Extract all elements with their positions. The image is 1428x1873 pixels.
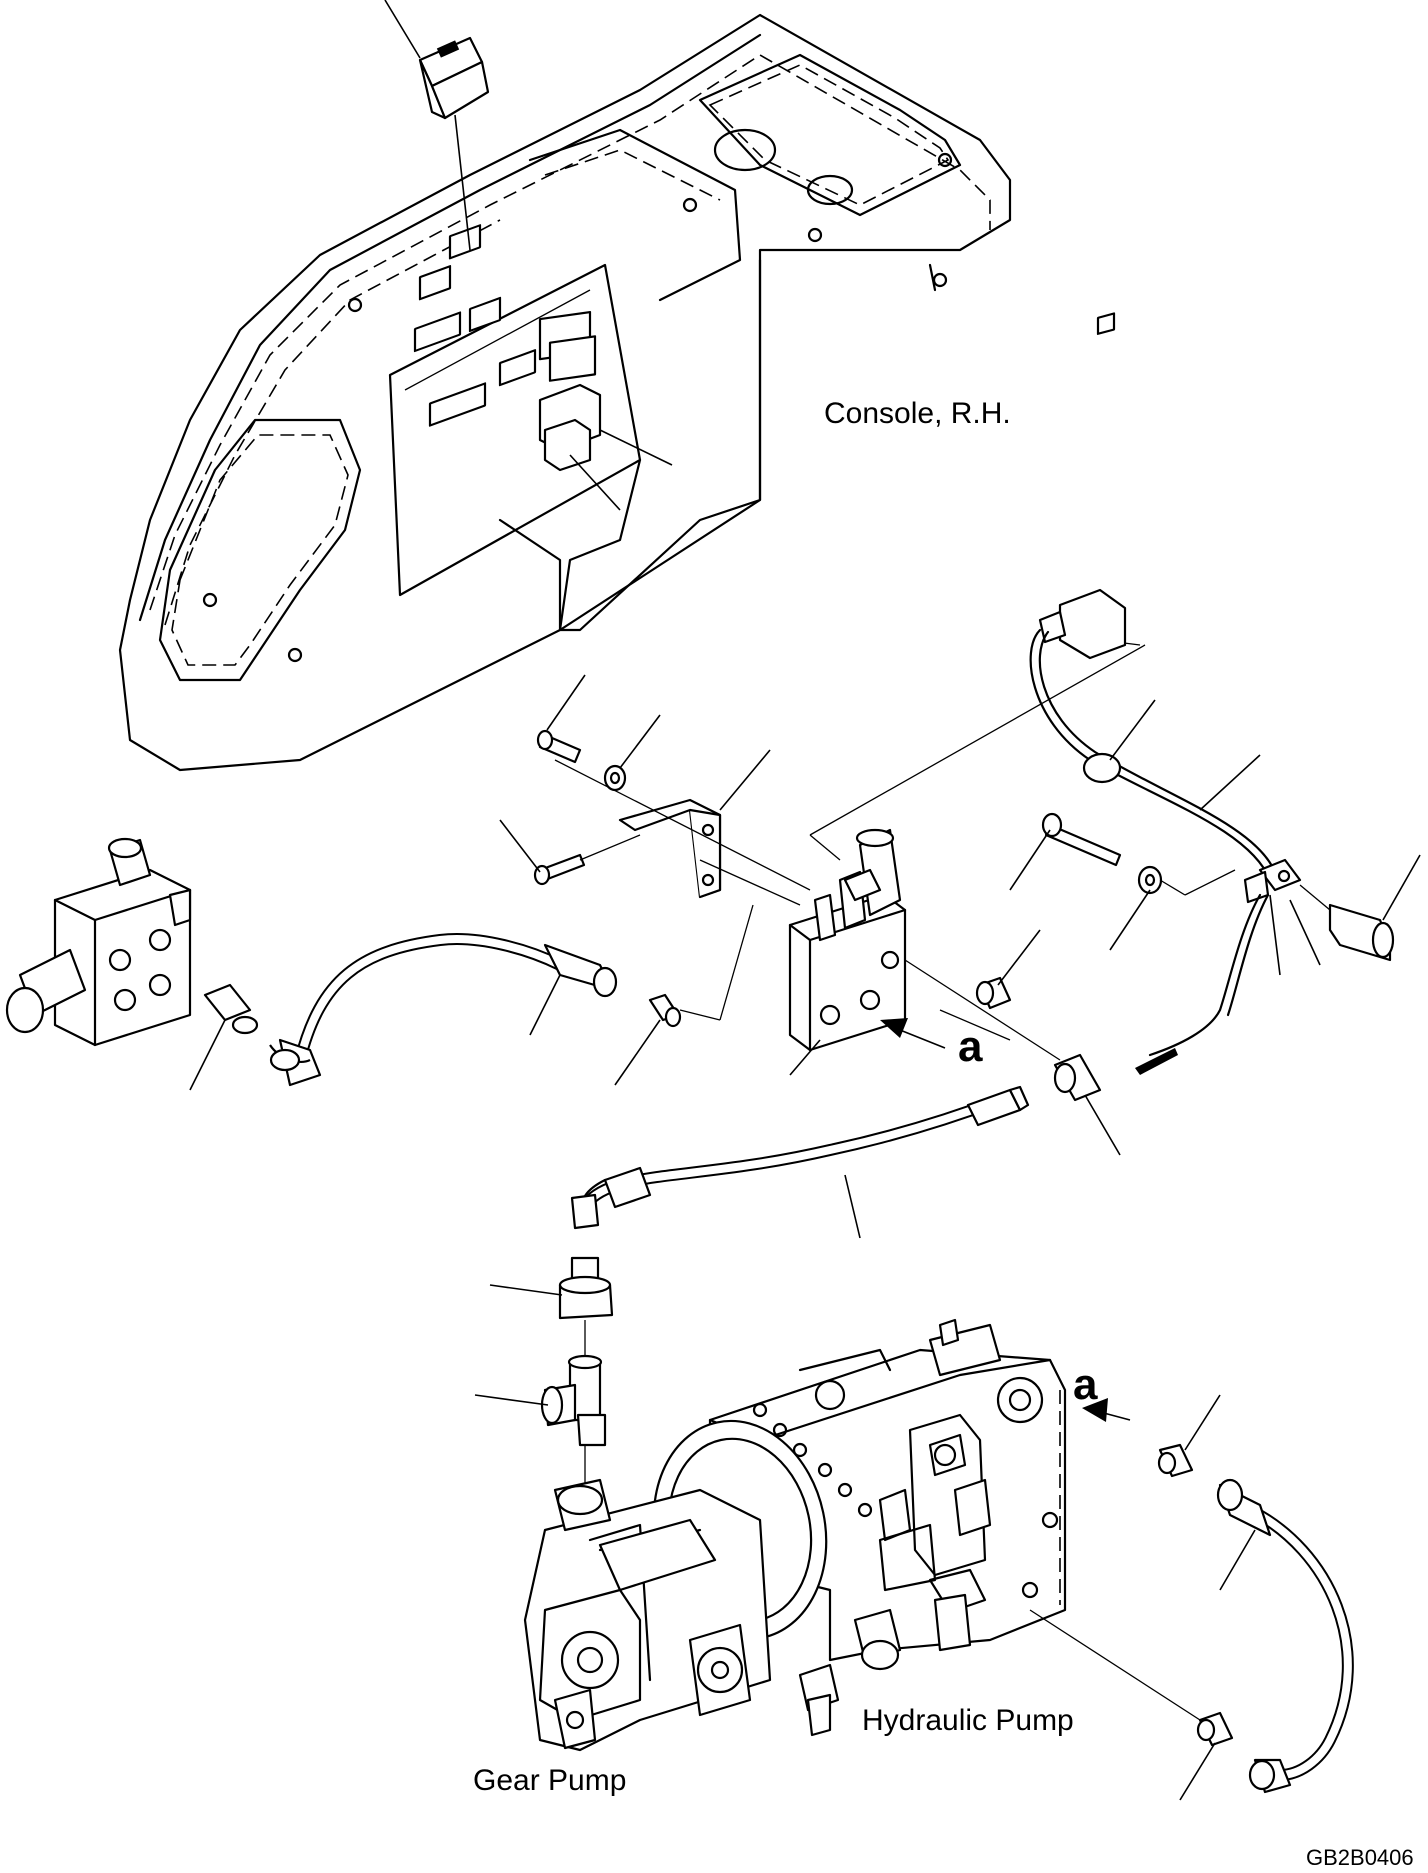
washer-2 bbox=[1109, 865, 1236, 951]
arrow-a-upper bbox=[880, 1018, 946, 1049]
drawing-code-label: GB2B0406 bbox=[1306, 1845, 1414, 1870]
tee-fitting bbox=[474, 1354, 607, 1447]
nipple-fitting-1 bbox=[614, 993, 682, 1086]
hydraulic-pump-label: Hydraulic Pump bbox=[862, 1704, 1074, 1737]
nipple-fitting-2 bbox=[975, 929, 1041, 1010]
solenoid-valve-drawing bbox=[788, 828, 907, 1076]
elbow-fitting-right bbox=[1053, 1053, 1121, 1156]
middle-hose bbox=[570, 1085, 1030, 1239]
gear-pump-label: Gear Pump bbox=[473, 1764, 627, 1797]
ref-a-upper-label: a bbox=[958, 1022, 983, 1071]
arrow-a-lower bbox=[1082, 1398, 1131, 1422]
console-rh-label: Console, R.H. bbox=[824, 397, 1011, 430]
left-hose bbox=[269, 933, 618, 1087]
bracket-drawing bbox=[618, 749, 771, 899]
right-lower-hose bbox=[1157, 1394, 1354, 1794]
bolt-2 bbox=[499, 819, 586, 886]
connector-cable-drawing bbox=[1029, 312, 1321, 1075]
spacer-collar bbox=[1299, 854, 1421, 962]
rocker-switch-drawing bbox=[384, 0, 490, 251]
relay-drawing bbox=[538, 383, 673, 511]
bolt-1 bbox=[536, 674, 586, 764]
elbow-fitting-left bbox=[189, 983, 259, 1091]
washer-1 bbox=[603, 714, 661, 792]
assembly-lines bbox=[554, 639, 1146, 1061]
ref-a-lower-label: a bbox=[1073, 1360, 1098, 1409]
long-bolt bbox=[1009, 812, 1122, 891]
nipple-fitting-lower bbox=[1029, 1609, 1234, 1801]
left-valve-block-drawing bbox=[5, 837, 192, 1047]
console-rh-drawing bbox=[118, 13, 1012, 772]
pump-assembly-drawing bbox=[523, 1318, 1067, 1752]
adapter-fitting bbox=[489, 1256, 614, 1320]
